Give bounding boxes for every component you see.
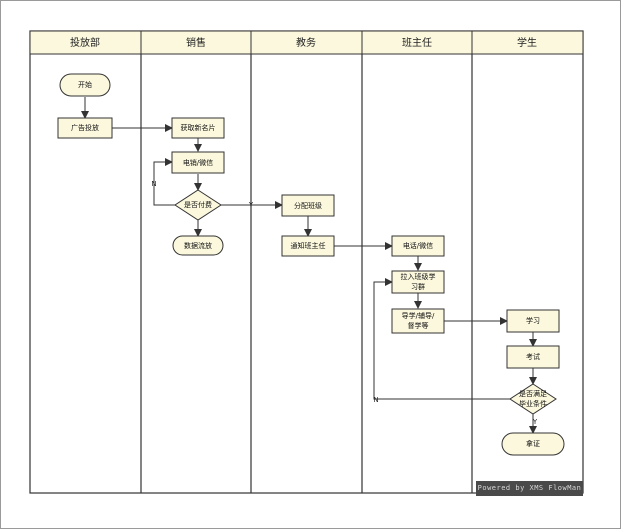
- node-label-guide-line2: 督学等: [408, 321, 429, 330]
- node-label-graduate-line2: 毕业条件: [519, 399, 547, 408]
- lane-header-student: [471, 30, 584, 55]
- node-exam: [506, 345, 560, 369]
- lane-title-ad: 投放部: [70, 36, 100, 49]
- edge-label-grad-no: N: [373, 396, 378, 404]
- node-group: [391, 270, 445, 294]
- node-label-guide-line1: 导学/辅导/: [402, 311, 435, 320]
- lane-title-headteacher: 班主任: [402, 36, 432, 49]
- node-label-graduate-line1: 是否满足: [519, 389, 547, 398]
- lane-title-student: 学生: [517, 36, 537, 49]
- node-label-paid: 是否付费: [184, 200, 212, 209]
- lane-title-academic: 教务: [296, 36, 316, 49]
- node-label-study: 学习: [526, 316, 540, 325]
- edge-label-paid-no: N: [151, 180, 156, 188]
- node-phone-sales: [171, 151, 225, 174]
- node-paid-decision: [174, 189, 222, 221]
- node-label-start: 开始: [78, 80, 92, 89]
- lane-title-sales: 销售: [186, 36, 206, 49]
- node-cert: [501, 432, 565, 456]
- node-label-ad: 广告投放: [71, 123, 99, 132]
- edge-label-grad-yes: Y: [532, 418, 538, 426]
- node-label-group-line2: 习群: [411, 282, 425, 291]
- pool-border: [29, 30, 584, 494]
- node-label-exam: 考试: [526, 352, 540, 361]
- node-label-leads: 获取新名片: [181, 123, 216, 132]
- node-ad: [57, 117, 113, 139]
- powered-by-watermark: Powered by XMS FlowMan: [476, 481, 583, 496]
- node-guide: [391, 308, 445, 334]
- node-label-phone-sales: 电销/微信: [183, 158, 213, 167]
- node-study: [506, 309, 560, 333]
- node-label-notify: 通知班主任: [291, 241, 326, 250]
- node-assign: [281, 194, 335, 217]
- edge-graduate-no: [373, 278, 511, 400]
- node-label-phone-ht: 电话/微信: [403, 241, 433, 250]
- node-graduate-decision: [509, 383, 557, 415]
- node-label-data-flow: 数据流放: [184, 241, 212, 250]
- node-phone-ht: [391, 235, 445, 257]
- edge-label-paid-yes: Y: [248, 201, 254, 209]
- edge-paid-no: [153, 158, 175, 206]
- node-notify: [281, 235, 335, 257]
- node-data-flow: [172, 235, 224, 256]
- node-label-group-line1: 拉入班级学: [401, 272, 436, 281]
- node-label-cert: 拿证: [526, 439, 540, 448]
- node-leads: [171, 117, 225, 139]
- node-start: [59, 73, 111, 97]
- node-label-assign: 分配班级: [294, 201, 322, 210]
